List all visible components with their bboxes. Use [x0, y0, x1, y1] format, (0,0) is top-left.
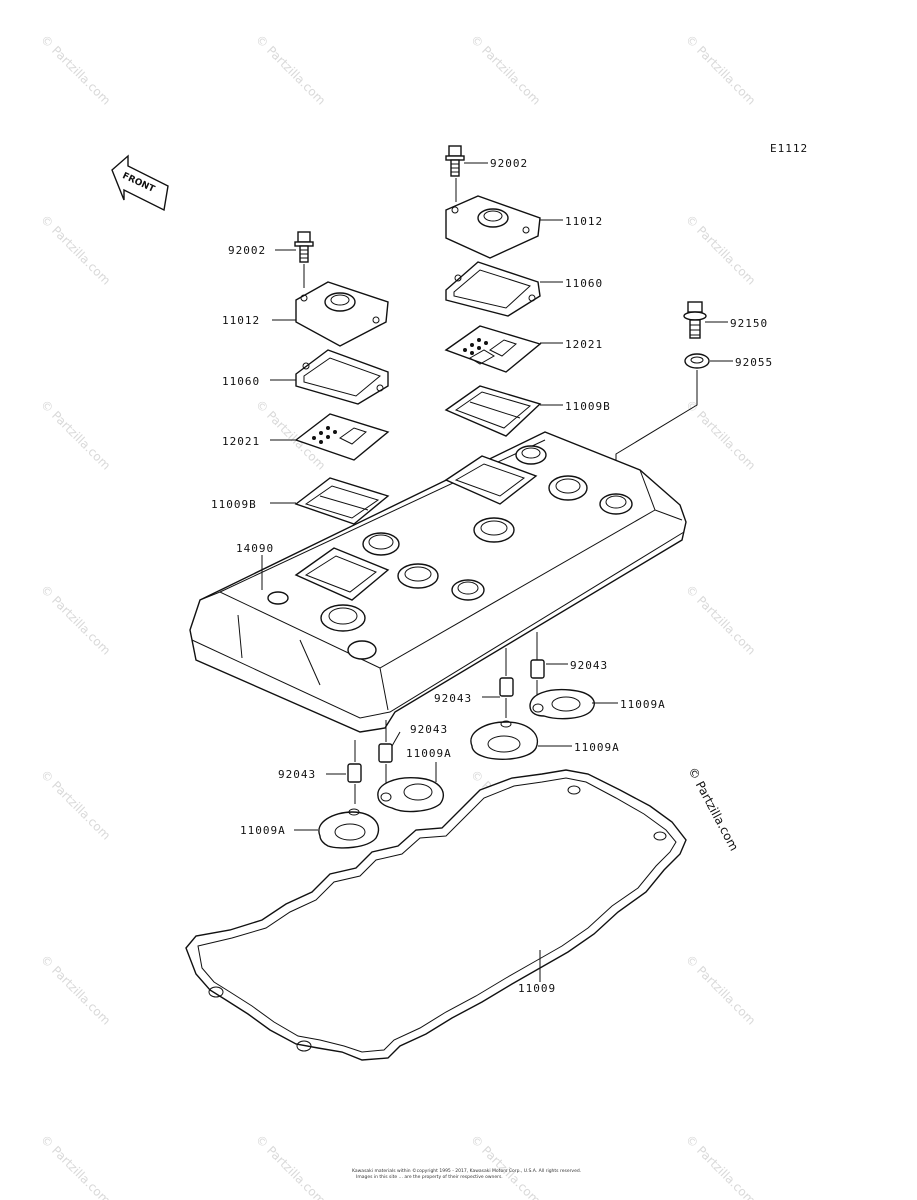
label-11060: 11060: [565, 277, 603, 290]
seal-11009A-mid[interactable]: [470, 720, 539, 760]
label-11009: 11009: [518, 982, 556, 995]
footer-line-2: Images in this site ... are the property…: [356, 1174, 503, 1180]
label-92150: 92150: [730, 317, 768, 330]
seal-11009A-center[interactable]: [377, 777, 445, 813]
label-14090: 14090: [236, 542, 274, 555]
breather-cover-11012-left[interactable]: [295, 281, 389, 347]
watermark: © Partzilla.com: [683, 952, 758, 1027]
label-92055: 92055: [735, 356, 773, 369]
watermark: © Partzilla.com: [38, 1132, 113, 1200]
gasket-11060-top[interactable]: [445, 261, 541, 317]
dowel-92043-mid[interactable]: [499, 677, 514, 697]
seal-11009A-left[interactable]: [318, 808, 380, 849]
watermark: © Partzilla.com: [683, 32, 758, 107]
label-92002-left: 92002: [228, 244, 266, 257]
dowel-92043-center[interactable]: [378, 743, 393, 763]
seal-11009A-right[interactable]: [529, 688, 595, 720]
watermark: © Partzilla.com: [468, 32, 543, 107]
label-11009B: 11009B: [565, 400, 611, 413]
label-11009A-mid: 11009A: [574, 741, 620, 754]
label-11060-left: 11060: [222, 375, 260, 388]
watermark: © Partzilla.com: [38, 32, 113, 107]
watermark: © Partzilla.com: [683, 212, 758, 287]
dowel-92043-left[interactable]: [347, 763, 362, 783]
watermark: © Partzilla.com: [253, 32, 328, 107]
label-92043-center: 92043: [410, 723, 448, 736]
front-arrow-icon: FRONT: [111, 154, 169, 212]
cylinder-head-cover-14090[interactable]: [189, 431, 687, 733]
watermark: © Partzilla.com: [468, 1132, 543, 1200]
watermark: © Partzilla.com: [683, 397, 758, 472]
bolt-92002-left[interactable]: [294, 231, 314, 263]
label-92002: 92002: [490, 157, 528, 170]
label-92043-mid: 92043: [434, 692, 472, 705]
gasket-11060-left[interactable]: [295, 349, 389, 405]
watermark: © Partzilla.com: [683, 1132, 758, 1200]
label-11009A-center: 11009A: [406, 747, 452, 760]
label-12021-left: 12021: [222, 435, 260, 448]
label-12021: 12021: [565, 338, 603, 351]
bolt-92150[interactable]: [683, 301, 707, 339]
watermark: © Partzilla.com: [38, 212, 113, 287]
label-11009B-left: 11009B: [211, 498, 257, 511]
label-11012: 11012: [565, 215, 603, 228]
dowel-92043-right[interactable]: [530, 659, 545, 679]
copyright-mark: © Partzilla.com: [685, 765, 741, 853]
head-cover-gasket-11009[interactable]: [185, 769, 687, 1061]
gasket-11009B-left[interactable]: [294, 477, 390, 525]
watermark: © Partzilla.com: [38, 397, 113, 472]
reed-plate-12021-top[interactable]: [444, 325, 542, 373]
watermark: © Partzilla.com: [38, 767, 113, 842]
watermark: © Partzilla.com: [253, 1132, 328, 1200]
diagram-code: E1112: [770, 142, 808, 155]
bolt-92002-top[interactable]: [445, 145, 465, 177]
reed-plate-12021-left[interactable]: [294, 413, 390, 461]
label-11009A-left: 11009A: [240, 824, 286, 837]
label-92043-right: 92043: [570, 659, 608, 672]
footer-line-1: Kawasaki materials within ©copyright 199…: [352, 1167, 581, 1174]
label-11012-left: 11012: [222, 314, 260, 327]
label-11009A-right: 11009A: [620, 698, 666, 711]
gasket-11009B-top[interactable]: [444, 385, 542, 437]
watermark: © Partzilla.com: [38, 952, 113, 1027]
breather-cover-11012-top[interactable]: [445, 195, 541, 259]
watermark: © Partzilla.com: [683, 582, 758, 657]
watermark: © Partzilla.com: [38, 582, 113, 657]
washer-92055[interactable]: [684, 353, 710, 369]
label-92043-left: 92043: [278, 768, 316, 781]
